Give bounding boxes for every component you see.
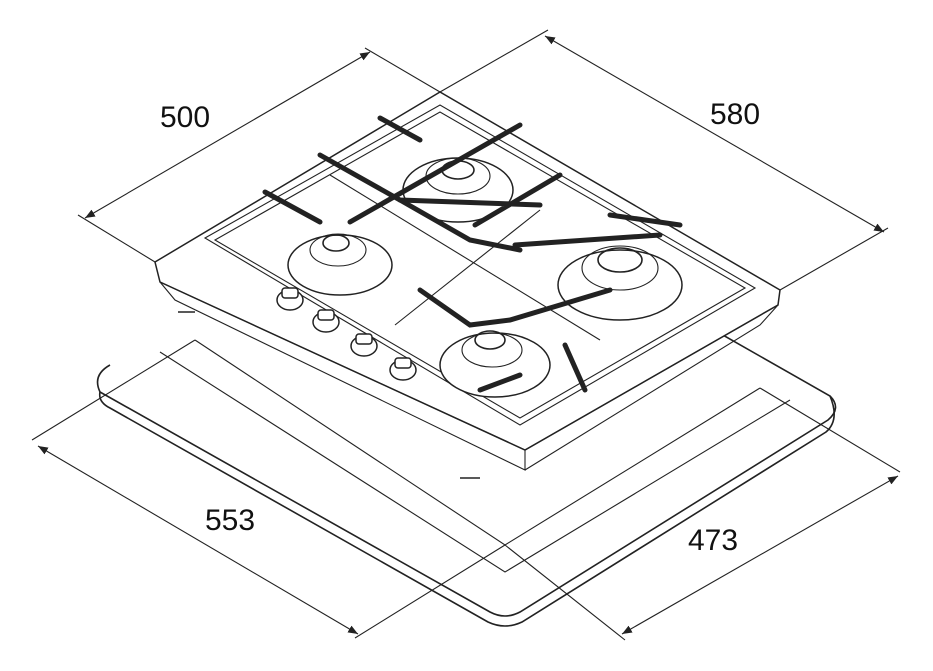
knob-1 — [276, 287, 304, 311]
dimension-label-580: 580 — [710, 98, 760, 131]
dimension-label-473: 473 — [688, 524, 738, 557]
knob-3 — [350, 333, 378, 357]
hob — [154, 91, 781, 479]
dimension-500: 500 — [77, 47, 441, 263]
knob-4 — [389, 357, 417, 381]
burner-front — [439, 330, 551, 398]
dimension-553: 553 — [31, 339, 506, 639]
dimension-label-553: 553 — [205, 504, 255, 537]
knob-2 — [312, 309, 340, 333]
dimension-580: 580 — [439, 29, 889, 291]
burner-left — [287, 233, 393, 296]
countertop-cutout — [96, 321, 837, 627]
dimension-label-500: 500 — [160, 101, 210, 134]
burner-right-wok — [557, 245, 683, 321]
control-knobs — [276, 287, 417, 381]
dimension-473: 473 — [504, 387, 901, 641]
